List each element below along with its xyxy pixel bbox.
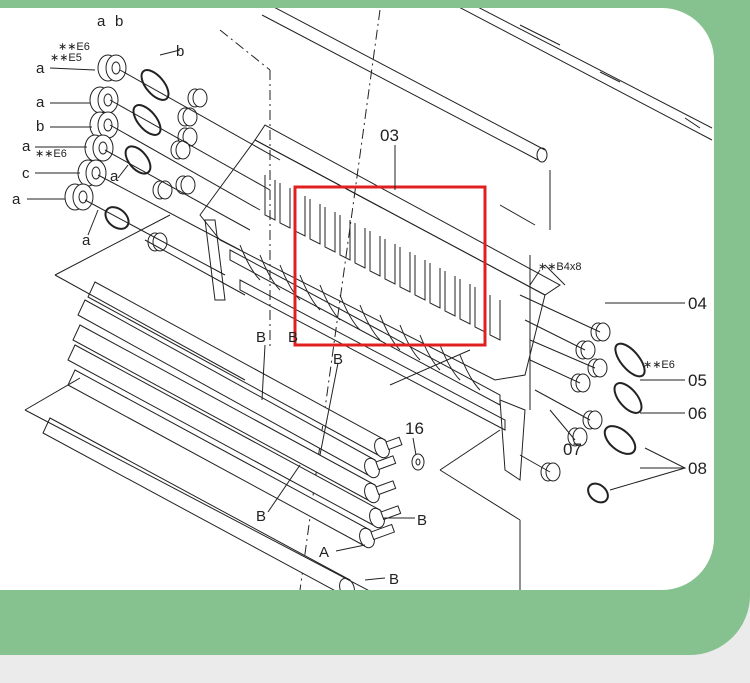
left-gear-stack — [64, 54, 127, 211]
top-rod — [459, 8, 713, 141]
left-bearings — [147, 88, 208, 252]
label-b-gear: b — [176, 43, 184, 60]
label-08: 08 — [688, 459, 707, 478]
part-labels: 03 04 05 06 07 08 16 — [380, 126, 707, 478]
washer-16 — [411, 453, 425, 471]
label-b-2: b — [36, 118, 44, 135]
label-03: 03 — [380, 126, 399, 145]
left-shaft-lines — [84, 69, 281, 296]
label-A: A — [319, 544, 329, 561]
label-a-top: a — [97, 13, 106, 30]
right-gears — [540, 322, 611, 482]
note-e5: ∗∗E5 — [50, 52, 82, 64]
label-a-6: a — [82, 232, 91, 249]
note-e6-top: ∗∗E6 — [58, 41, 90, 53]
label-B-5: B — [417, 512, 427, 529]
label-a-1: a — [36, 60, 45, 77]
note-e6-left: ∗∗E6 — [35, 148, 67, 160]
outer-frame: 03 04 05 06 07 08 16 a b b a a b a c a a… — [0, 0, 750, 655]
label-16: 16 — [405, 419, 424, 438]
label-B-1: B — [256, 329, 266, 346]
exploded-parts-diagram: 03 04 05 06 07 08 16 a b b a a b a c a a… — [12, 8, 713, 590]
label-05: 05 — [688, 371, 707, 390]
label-B-2: B — [288, 329, 298, 346]
note-labels: ∗∗E6 ∗∗E5 ∗∗E6 ∗∗B4x8 ∗∗E6 — [35, 41, 675, 371]
guide-frame-assembly — [199, 124, 561, 481]
right-belts — [587, 342, 646, 504]
label-B-3: B — [333, 351, 343, 368]
label-a-4: a — [110, 168, 119, 185]
diagram-panel: 03 04 05 06 07 08 16 a b b a a b a c a a… — [0, 8, 714, 590]
label-c: c — [22, 165, 30, 182]
label-04: 04 — [688, 294, 707, 313]
axis-lines — [219, 9, 381, 590]
note-screws: ∗∗B4x8 — [538, 261, 582, 273]
roller-3 — [72, 324, 397, 504]
label-a-2: a — [36, 94, 45, 111]
label-b-top: b — [115, 13, 123, 30]
roller-1 — [87, 281, 403, 459]
label-06: 06 — [688, 404, 707, 423]
leader-lines — [27, 49, 687, 581]
note-e6-right: ∗∗E6 — [643, 359, 675, 371]
roller-4 — [67, 344, 402, 529]
right-shaft-lines — [519, 294, 601, 473]
label-07: 07 — [563, 440, 582, 459]
roller-2 — [77, 299, 397, 479]
boundary-lines — [24, 170, 566, 590]
label-B-4: B — [256, 508, 266, 525]
label-a-5: a — [12, 191, 21, 208]
highlight-box — [293, 185, 487, 347]
upper-shaft — [261, 8, 548, 163]
label-a-3: a — [22, 138, 31, 155]
label-B-6: B — [389, 571, 399, 588]
rollers — [42, 281, 403, 590]
left-belts — [104, 69, 170, 230]
roller-6 — [42, 417, 355, 590]
letter-labels: a b b a a b a c a a a B B B B B A B — [12, 13, 427, 588]
